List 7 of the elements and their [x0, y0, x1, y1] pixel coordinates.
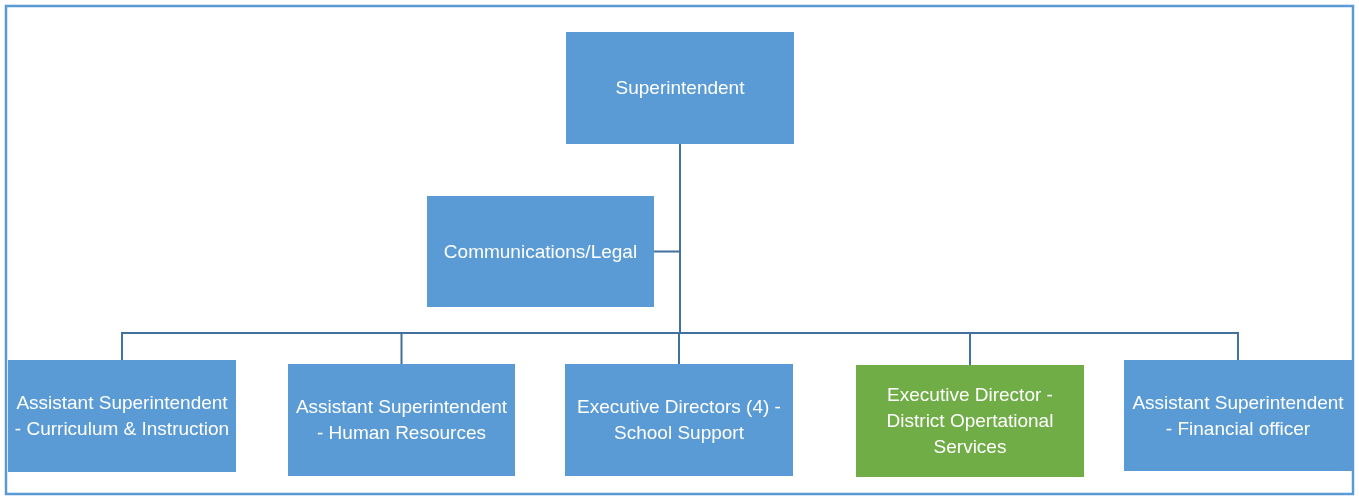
org-box: Executive Director - District Opertational Services	[856, 365, 1084, 477]
org-box: Assistant Superintendent - Financial officer	[1124, 360, 1352, 471]
org-box: Communications/Legal	[427, 196, 654, 307]
org-box: Executive Directors (4) - School Support	[565, 364, 793, 476]
org-box: Assistant Superintendent - Curriculum & Instruction	[8, 360, 236, 472]
org-box: Assistant Superintendent - Human Resources	[288, 364, 515, 476]
org-box: Superintendent	[566, 32, 794, 144]
